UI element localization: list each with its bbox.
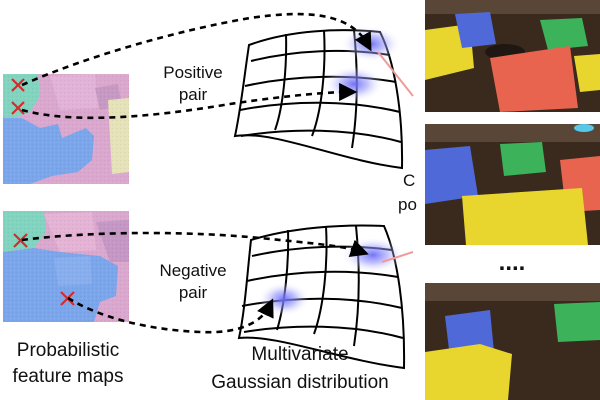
cut-text: C [403,171,415,190]
negative-pair-arrows [21,231,369,334]
feature-maps-label: feature maps [13,366,124,387]
cross-marker-icon [11,78,25,92]
gaussian-blob [341,237,405,273]
pointer-line [381,251,414,263]
distribution-label: Gaussian distribution [211,372,388,393]
scene-photo-3 [425,283,600,400]
scene-photo-1 [425,0,600,112]
negative-pair-label: Negative [159,261,226,280]
feature-map-bottom [3,211,129,322]
cross-marker-icon [13,233,28,248]
negative-pair-label: pair [179,283,208,302]
pointer-line [377,51,414,97]
cross-marker-icon [60,291,75,306]
cut-text: po [398,195,417,214]
feature-maps-label: Probabilistic [17,340,119,361]
scene-photo-2 [425,124,600,245]
gaussian-blob [341,26,401,62]
gaussian-blob [324,66,384,102]
ellipsis: .... [499,249,526,276]
feature-map-top [3,74,129,184]
positive-pair-label: Positive [163,63,223,82]
gaussian-grid-bottom [237,224,406,370]
positive-pair-label: pair [179,85,208,104]
positive-pair-arrows [21,12,372,120]
cross-marker-icon [11,101,25,115]
distribution-label: Multivariate [251,344,348,365]
